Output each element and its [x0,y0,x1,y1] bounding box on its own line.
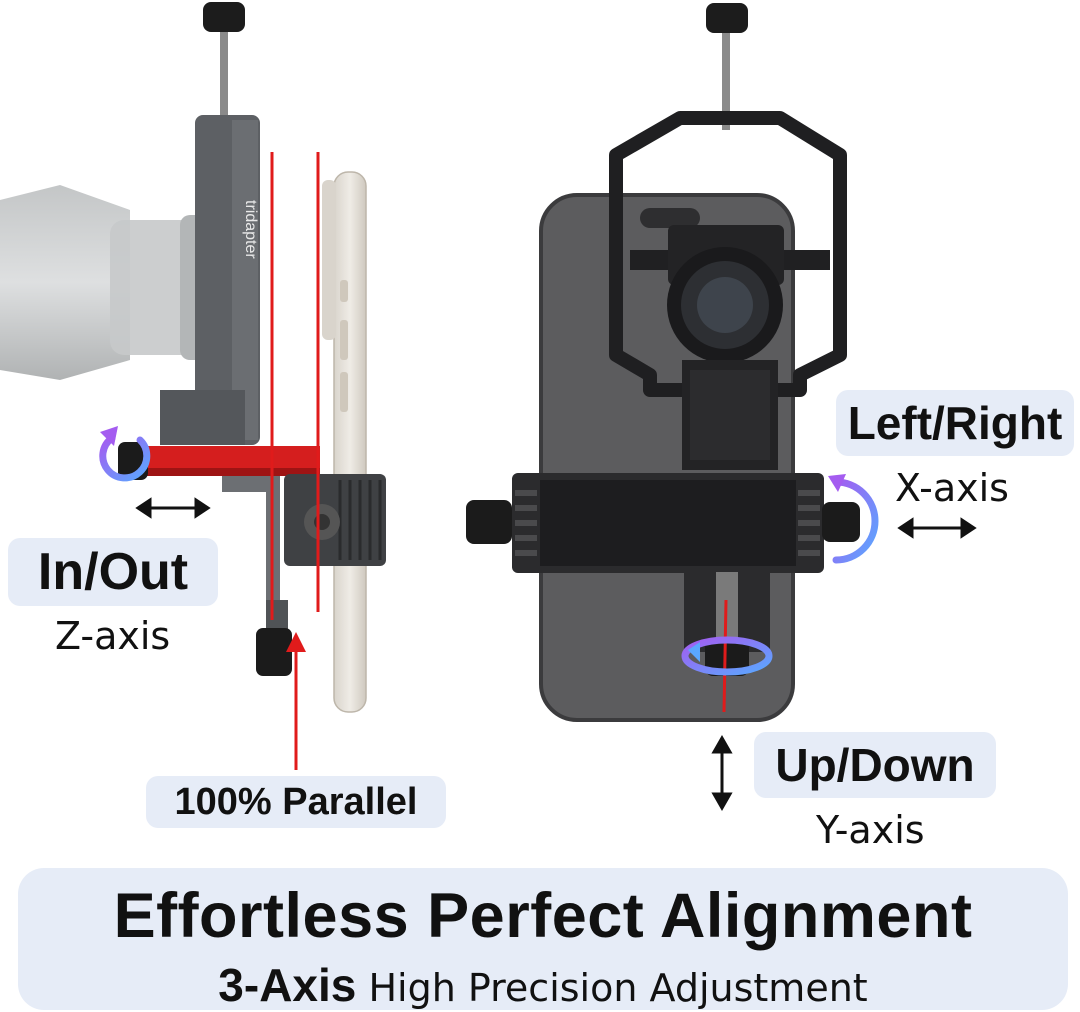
rotate-icon [828,474,879,564]
bottom-knob [256,628,292,676]
parallel-label: 100% Parallel [146,776,446,828]
top-screw [220,30,228,120]
left-knob [466,500,512,544]
top-knob [706,3,748,33]
rotate-icon [681,636,773,676]
bracket-frame [609,111,847,397]
up-down-title: Up/Down [775,739,975,791]
top-knob [203,2,245,32]
y-axis-label: Y-axis [816,808,925,852]
z-axis-label: Z-axis [55,614,171,658]
front-view-assembly [466,3,977,812]
in-out-title: In/Out [37,543,189,601]
left-right-double-arrow-icon [897,517,977,539]
headline-banner: Effortless Perfect Alignment 3-Axis High… [18,868,1068,1012]
in-out-label: In/Out [8,538,218,606]
up-down-double-arrow-icon [711,734,733,812]
headline-title: Effortless Perfect Alignment [113,881,973,951]
y-axis-knob [705,640,749,676]
in-out-double-arrow-icon [135,497,211,519]
x-axis-knob [822,502,860,542]
side-view-assembly: tridapter [0,2,386,770]
left-right-title: Left/Right [847,397,1063,449]
phone-side [333,171,367,713]
x-axis-label: X-axis [895,466,1009,510]
headline-subtitle: 3-Axis High Precision Adjustment [18,958,1068,1012]
headline-sub-bold: 3-Axis [218,959,357,1011]
headline-sub-rest: High Precision Adjustment [368,966,868,1010]
parallel-text: 100% Parallel [174,781,418,823]
rotate-icon [99,426,151,482]
spotting-scope [0,185,130,380]
left-right-label: Left/Right [836,390,1074,456]
brand-logo: tridapter [242,200,259,259]
up-down-label: Up/Down [754,732,996,798]
